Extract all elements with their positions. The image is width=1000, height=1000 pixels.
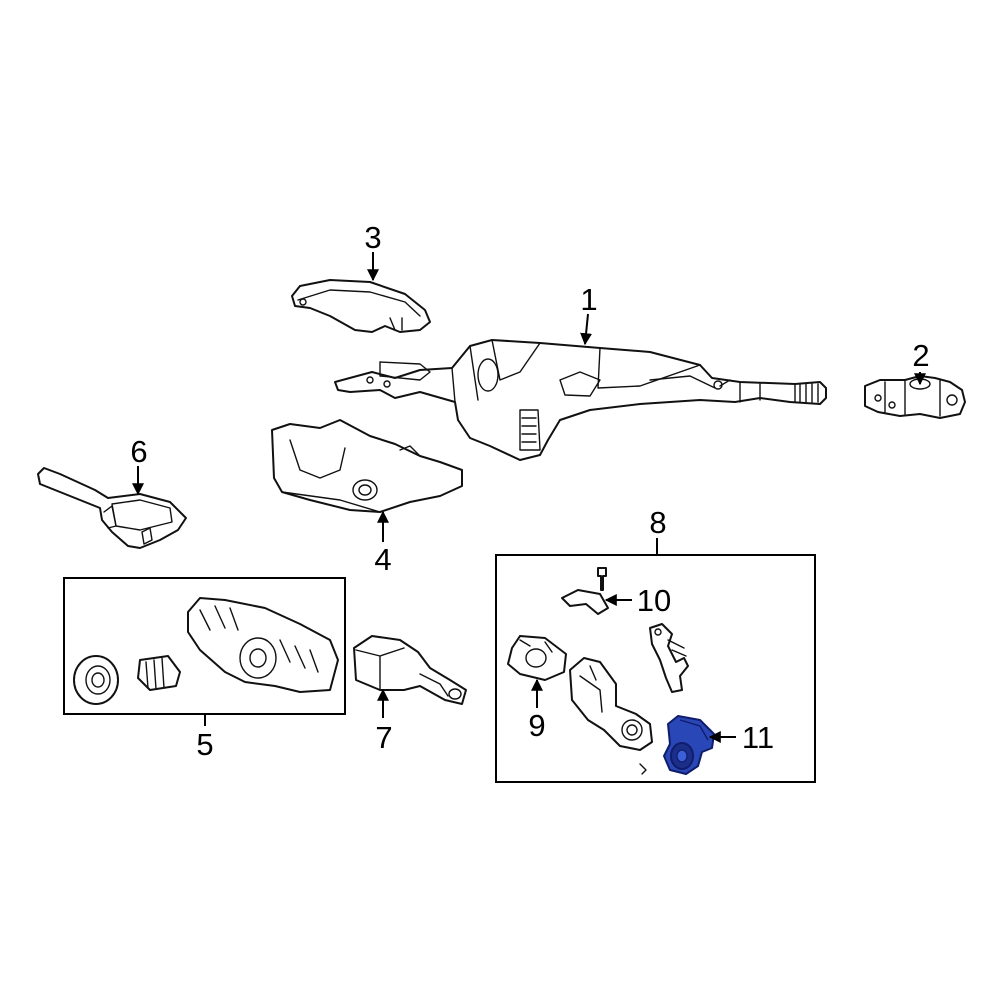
part-10-bracket[interactable] — [561, 567, 609, 615]
part-9-lock-cylinder[interactable] — [507, 635, 567, 681]
callout-4: 4 — [374, 542, 391, 577]
part-ignition-housing[interactable] — [569, 657, 653, 775]
part-11-ignition-switch-highlighted[interactable] — [663, 715, 715, 775]
callout-9: 9 — [528, 708, 545, 743]
part-5-switch-assembly[interactable] — [73, 597, 339, 705]
leader-1 — [580, 313, 593, 346]
callout-7: 7 — [375, 720, 392, 755]
part-2-universal-joint[interactable] — [864, 375, 966, 419]
part-ignition-key[interactable] — [649, 623, 689, 693]
callout-3: 3 — [364, 220, 381, 255]
callout-11: 11 — [742, 720, 774, 755]
part-7-switch[interactable] — [353, 635, 467, 705]
part-1-steering-column[interactable] — [334, 339, 827, 461]
group-box-8 — [495, 554, 816, 783]
part-4-lower-cover[interactable] — [271, 419, 463, 513]
part-6-combination-switch[interactable] — [37, 467, 187, 549]
callout-10: 10 — [637, 583, 671, 618]
callout-6: 6 — [130, 434, 147, 469]
callout-8: 8 — [649, 505, 666, 540]
part-3-upper-cover[interactable] — [291, 279, 431, 333]
callout-1: 1 — [580, 282, 597, 317]
callout-2: 2 — [912, 338, 929, 373]
callout-5: 5 — [196, 727, 213, 762]
